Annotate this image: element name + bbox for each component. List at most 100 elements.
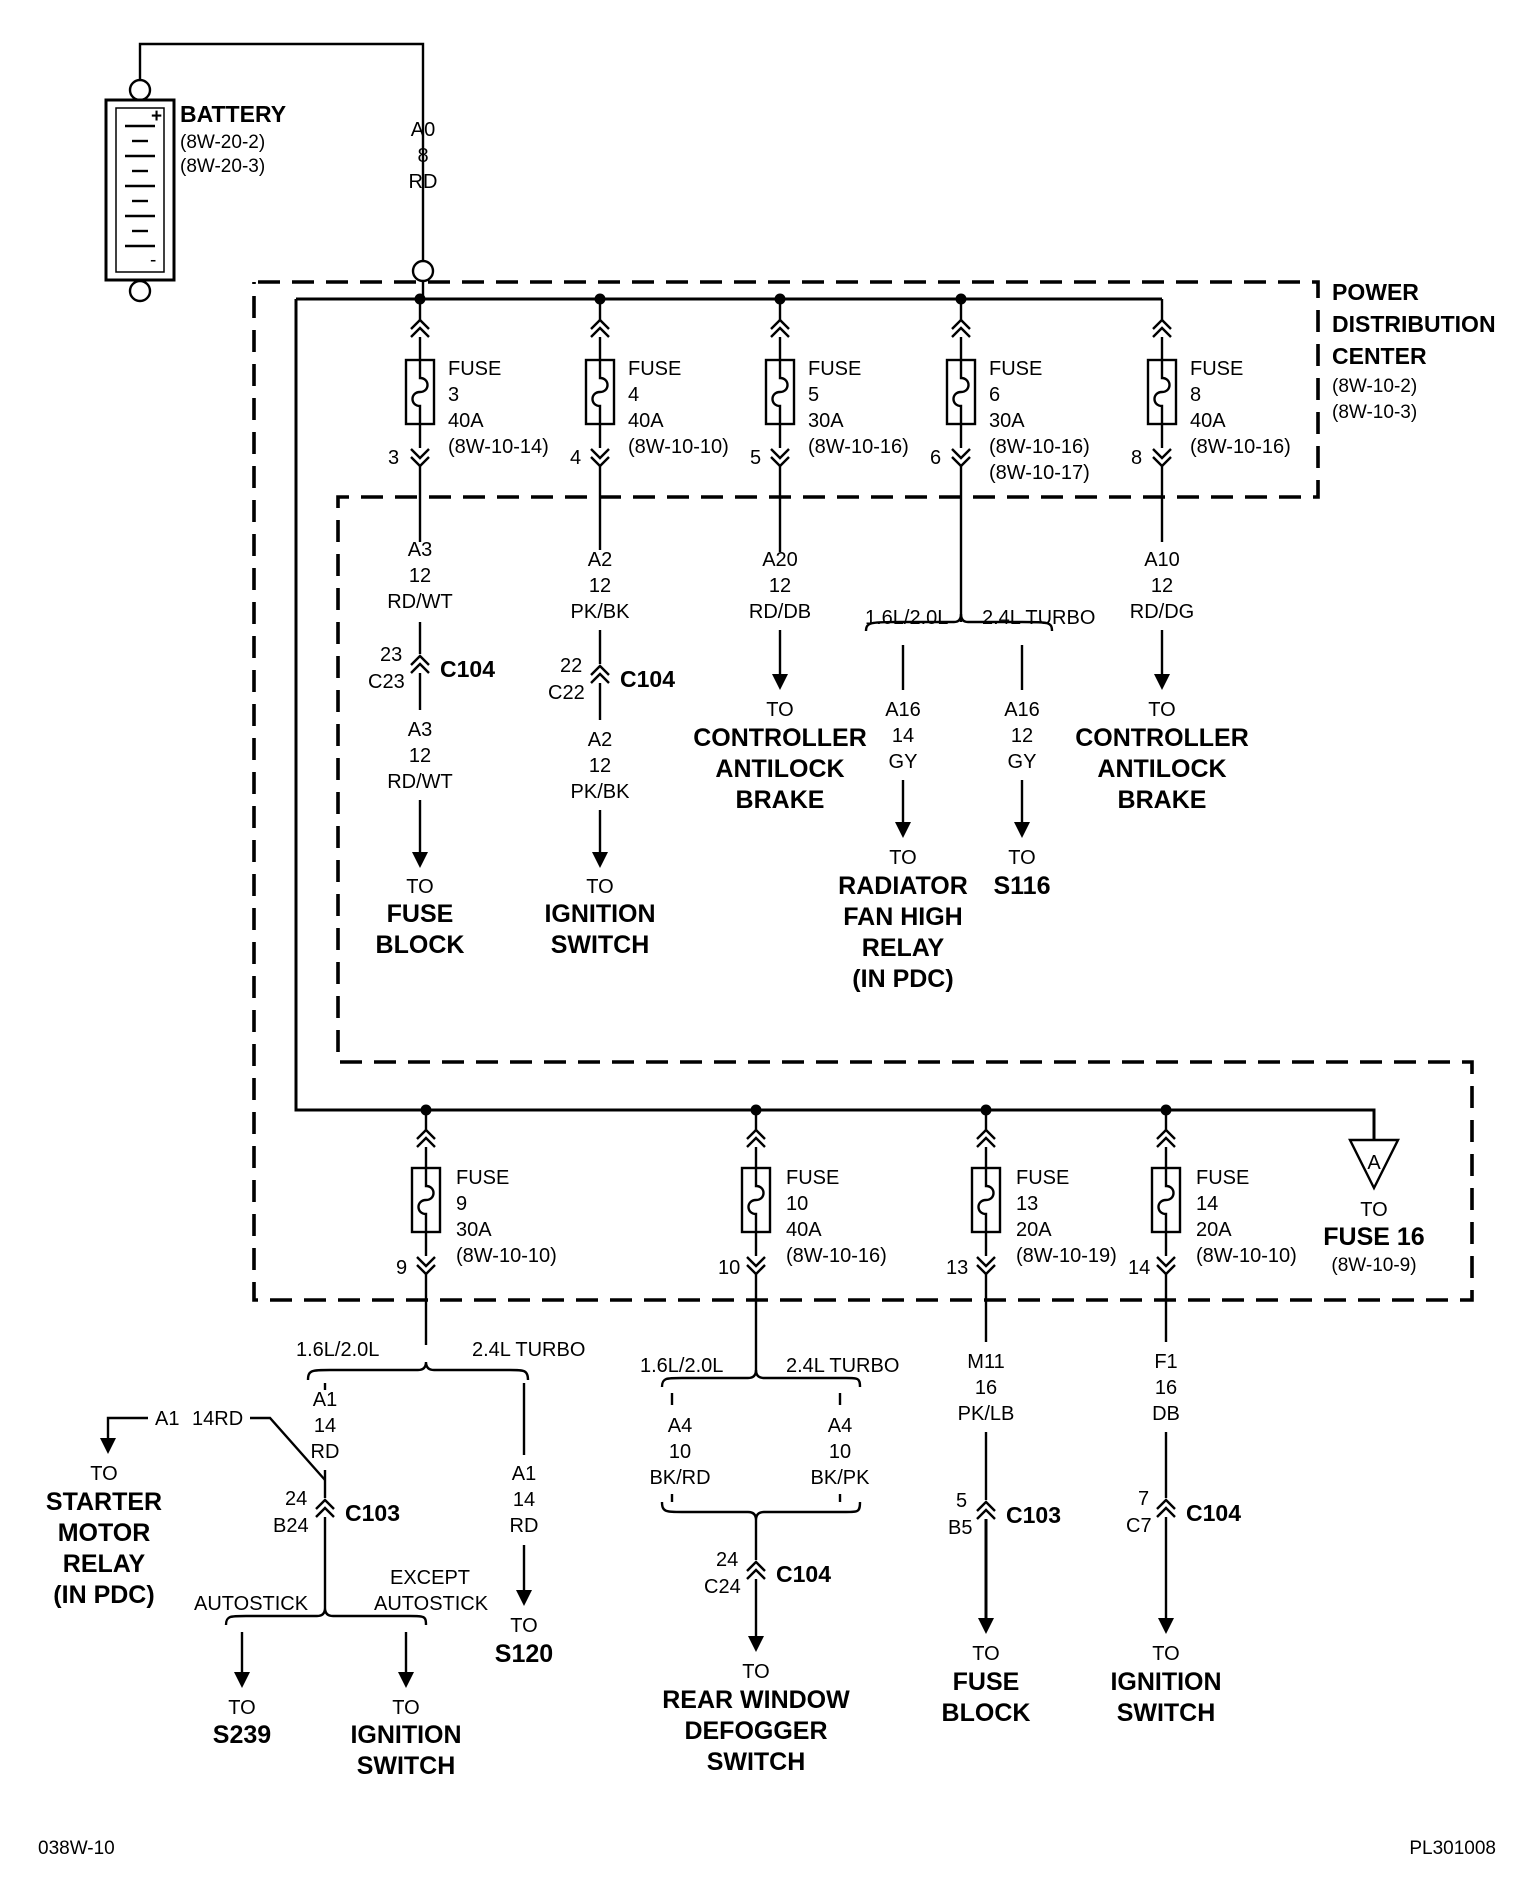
wire-color: RD/DG [1130,601,1194,623]
fuse-13: FUSE 13 20A (8W-10-19) 13 [946,1110,1117,1342]
pdc-label-2: DISTRIBUTION [1332,311,1496,337]
wire-circuit: A2 [588,549,612,571]
battery-ref-1: (8W-20-2) [180,132,265,153]
main-wire-label: A0 8 RD [409,119,438,193]
split-engine-small: 1.6L/2.0L [296,1339,379,1361]
wire-circuit: A20 [762,549,798,571]
dest-to: TO [406,876,433,898]
dest-ignition-1: IGNITION [544,900,655,928]
wire-circuit: A10 [1144,549,1180,571]
dest-ignition-2: SWITCH [1117,1699,1216,1727]
wire-code: 14RD [192,1408,243,1430]
pdc-ref-2: (8W-10-3) [1332,402,1417,423]
dest-ignition-1: IGNITION [350,1721,461,1749]
battery-plus: + [151,106,162,127]
wire-gauge: 16 [1155,1377,1177,1399]
connector-c103: C103 [1006,1502,1061,1528]
pdc-label: POWER DISTRIBUTION CENTER (8W-10-2) (8W-… [1332,279,1496,423]
wire-color: GY [889,751,918,773]
fuse-8: FUSE 8 40A (8W-10-16) 8 [1131,299,1291,542]
dest-s120: S120 [495,1640,553,1668]
wire-color: RD/WT [387,591,453,613]
connector-cavity: B5 [948,1517,972,1539]
battery-minus: - [150,250,156,271]
circuit-a20: A20 12 RD/DB TO CONTROLLER ANTILOCK BRAK… [693,549,867,814]
fuse-pin: 10 [718,1257,740,1279]
wire-gauge: 14 [892,725,914,747]
fuse-ref: (8W-10-16) [786,1245,887,1267]
fuse-rating: 40A [448,410,484,432]
fuse-rating: 30A [456,1219,492,1241]
fuse-number: 9 [456,1193,467,1215]
fuse-9: FUSE 9 30A (8W-10-10) 9 [396,1110,557,1345]
dest-to: TO [1152,1643,1179,1665]
dest-to: TO [742,1661,769,1683]
fuse-label: FUSE [456,1167,509,1189]
fuse-6: FUSE 6 30A (8W-10-16) (8W-10-17) 6 [930,299,1090,622]
wire-circuit: M11 [967,1351,1004,1373]
wire-color: PK/LB [958,1403,1015,1425]
fuse-ref: (8W-10-10) [456,1245,557,1267]
connector-cavity: C22 [548,682,585,704]
wire-circuit: A16 [1004,699,1040,721]
fuse-label: FUSE [1016,1167,1069,1189]
dest-ignition-1: IGNITION [1110,1668,1221,1696]
connector-pin: 24 [716,1549,738,1571]
dest-fuse-16: FUSE 16 [1323,1223,1424,1251]
wire-gauge: 12 [769,575,791,597]
dest-to: TO [392,1697,419,1719]
pdc-boundary [252,280,1474,1302]
dest-controller-3: BRAKE [736,786,825,814]
fuse-number: 13 [1016,1193,1038,1215]
wire-color: RD [409,171,438,193]
dest-ignition-2: SWITCH [551,931,650,959]
pdc-label-3: CENTER [1332,343,1427,369]
fuse-pin: 13 [946,1257,968,1279]
fuse-number: 10 [786,1193,808,1215]
fuse-number: 4 [628,384,639,406]
dest-controller-3: BRAKE [1118,786,1207,814]
fuse-rating: 30A [808,410,844,432]
dest-to: TO [90,1463,117,1485]
fuse-ref: (8W-10-10) [1196,1245,1297,1267]
wire-gauge: 12 [589,755,611,777]
dest-fuse-block-1: FUSE [953,1668,1020,1696]
dest-s239: S239 [213,1721,271,1749]
fuse-rating: 30A [989,410,1025,432]
fuse-3: FUSE 3 40A (8W-10-14) 3 [388,299,549,542]
fuse-ref: (8W-10-10) [628,436,729,458]
fuse-label: FUSE [628,358,681,380]
dest-starter-1: STARTER [46,1488,162,1516]
split-except-2: AUTOSTICK [374,1593,489,1615]
wire-circuit: A1 [313,1389,337,1411]
fuse-ref: (8W-10-16) [808,436,909,458]
dest-fuse-block-2: BLOCK [376,931,465,959]
dest-controller-2: ANTILOCK [715,755,844,783]
split-engine-small: 1.6L/2.0L [865,607,948,629]
connector-pin: 5 [956,1490,967,1512]
connector-pin: 22 [560,655,582,677]
fuse-pin: 3 [388,447,399,469]
wire-color: RD [510,1515,539,1537]
fuse-pin: 14 [1128,1257,1150,1279]
fuse-5: FUSE 5 30A (8W-10-16) 5 [750,299,909,552]
fuse-label: FUSE [786,1167,839,1189]
wire-gauge: 12 [1011,725,1033,747]
wire-circuit: A3 [408,539,432,561]
fuse-rating: 20A [1016,1219,1052,1241]
circuit-a3: A3 12 RD/WT 23 C23 C104 A3 12 RD/WT TO F… [368,539,495,959]
wire-circuit: A0 [411,119,435,141]
fuse-pin: 6 [930,447,941,469]
dest-to: TO [1360,1199,1387,1221]
wire-color: BK/RD [649,1467,710,1489]
dest-ignition-2: SWITCH [357,1752,456,1780]
wire-circuit: A1 [155,1408,179,1430]
wire-circuit: A2 [588,729,612,751]
wire-color: RD [311,1441,340,1463]
fuse-rating: 20A [1196,1219,1232,1241]
wire-color: RD/DB [749,601,811,623]
dest-controller-1: CONTROLLER [1075,724,1249,752]
wire-gauge: 12 [1151,575,1173,597]
fuse-pin: 4 [570,447,581,469]
